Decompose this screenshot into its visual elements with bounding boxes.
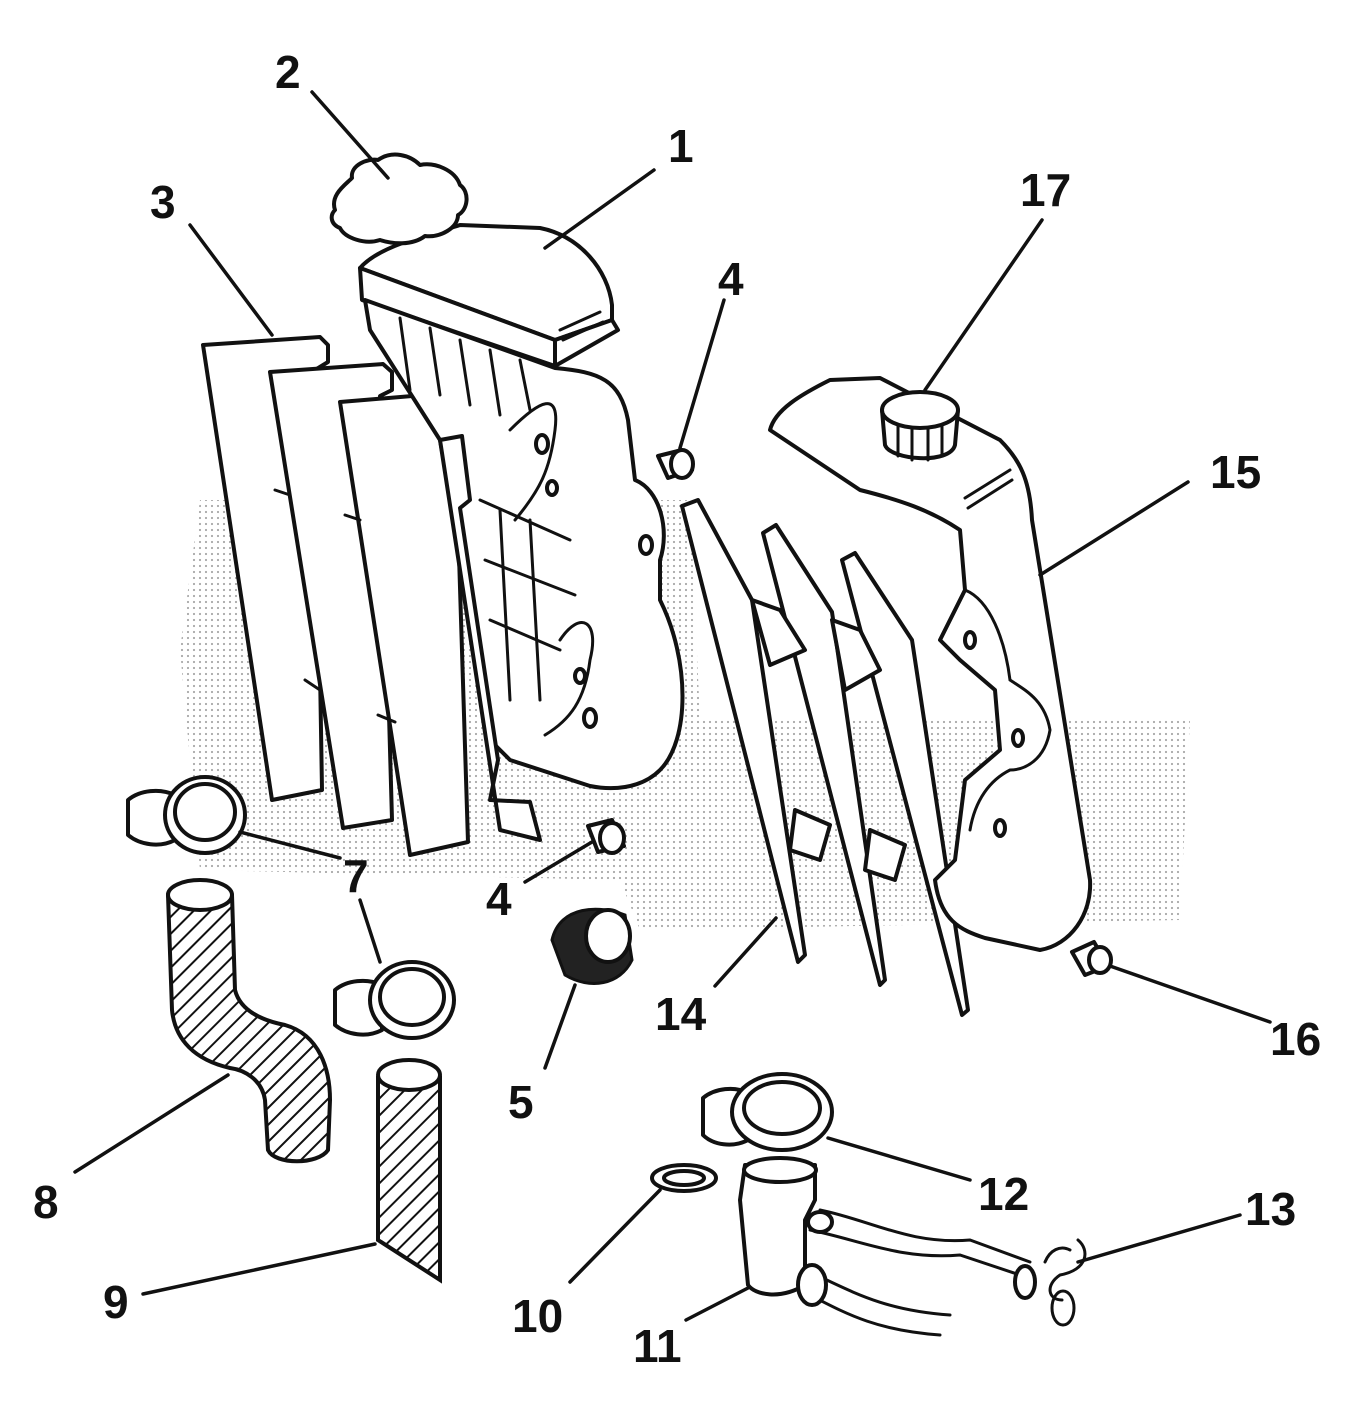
part-14-guard-plates: [680, 498, 970, 1017]
part-3-louver-plates: [201, 335, 472, 857]
callout-9: 9: [103, 1276, 129, 1328]
part-7-hose-clamp-upper: [126, 775, 247, 855]
part-10-o-ring: [650, 1163, 718, 1193]
callout-13: 13: [1245, 1183, 1296, 1235]
part-13-spring-clip: [1043, 1238, 1087, 1327]
part-8-curved-hose: [165, 878, 333, 1164]
part-4-bushing-lower: [586, 818, 626, 855]
part-9-straight-hose: [376, 1058, 442, 1284]
part-4-bushing-upper: [656, 448, 695, 480]
callout-8: 8: [33, 1176, 59, 1228]
part-11-tee-fitting: [738, 1156, 1037, 1337]
callout-2: 2: [275, 46, 301, 98]
callout-4-upper: 4: [718, 253, 744, 305]
callout-11: 11: [633, 1320, 682, 1372]
callout-5: 5: [508, 1076, 534, 1128]
callout-14: 14: [655, 988, 707, 1040]
callout-3: 3: [150, 176, 176, 228]
callout-labels: 1 2 3 4 4 5 7 8 9 10 11 12 13 14 15 16 1…: [33, 46, 1321, 1372]
part-1-radiator: [358, 223, 685, 842]
callout-15: 15: [1210, 446, 1261, 498]
callout-10: 10: [512, 1290, 563, 1342]
callout-7: 7: [343, 850, 369, 902]
part-15-expansion-tank: [768, 376, 1093, 952]
part-7-hose-clamp-lower: [333, 960, 456, 1040]
part-16-bushing: [1070, 940, 1113, 977]
callout-17: 17: [1020, 164, 1071, 216]
callout-4-lower: 4: [486, 873, 512, 925]
part-2-radiator-cap: [329, 152, 469, 246]
part-5-filter-sleeve: [550, 907, 634, 985]
part-17-tank-cap: [880, 390, 960, 462]
part-12-hose-clamp: [701, 1072, 834, 1152]
callout-1: 1: [668, 120, 694, 172]
callout-16: 16: [1270, 1013, 1321, 1065]
callout-12: 12: [978, 1168, 1029, 1220]
leader-lines: [73, 90, 1272, 1322]
